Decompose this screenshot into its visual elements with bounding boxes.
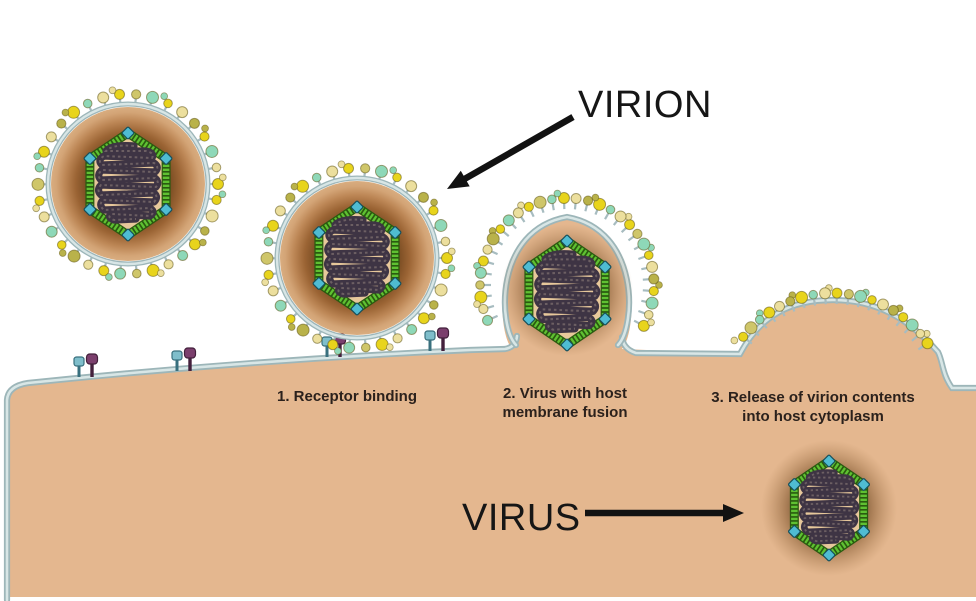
receptor-pair [73,353,99,377]
receptor-pair [171,347,197,371]
virion-arrow [447,114,575,189]
genome-coil-icon [94,141,162,224]
step3-line2: into host cytoplasm [742,408,884,425]
step1-line1: 1. Receptor binding [276,388,418,405]
capsid-vertex-icon [522,260,536,274]
capsid-icon [522,234,612,352]
capsid-vertex-icon [788,525,801,538]
genome-coil-icon [798,469,860,545]
capsid-vertex-icon [83,152,97,165]
receptor-bound-virion [260,160,456,355]
capsid-vertex-icon [350,200,364,214]
step3-release-label: 3. Release of virion contents into host … [711,388,914,426]
step2-line2: membrane fusion [502,404,628,421]
capsid-vertex-icon [857,478,870,491]
receptor-pair [424,327,450,351]
receptor-purple-icon [436,327,450,339]
capsid-vertex-icon [388,277,402,290]
capsid-vertex-icon [598,312,612,326]
fusing-virus-stage3 [473,189,663,356]
host-cell-body [7,215,976,600]
virus-arrow [585,504,744,522]
capsid-vertex-icon [560,234,574,248]
receptor-teal-icon [73,356,85,367]
capsid-icon [788,454,870,562]
receptor-teal-icon [171,350,183,361]
capsid-icon [312,200,402,316]
capsid-vertex-icon [388,226,402,239]
step3-line1: 3. Release of virion contents [711,389,915,406]
genome-coil-icon [323,215,391,298]
capsid-vertex-icon [788,478,801,491]
capsid-vertex-icon [83,203,97,216]
virus-label: VIRUS [462,497,581,539]
free-virion [31,86,227,281]
capsid-vertex-icon [312,226,326,239]
capsid-icon [83,126,173,242]
capsid-vertex-icon [822,454,836,468]
capsid-vertex-icon [159,203,173,216]
step2-membrane-fusion-label: 2. Virus with host membrane fusion [502,384,627,422]
membrane-bump-stage4 [730,284,934,351]
capsid-vertex-icon [159,152,173,165]
capsid-vertex-icon [560,338,574,352]
step2-line1: 2. Virus with host [503,385,627,402]
capsid-vertex-icon [522,312,536,326]
capsid-vertex-icon [312,277,326,290]
capsid-vertex-icon [857,525,870,538]
released-capsid-virus [761,440,897,576]
receptor-purple-icon [85,353,99,365]
step1-receptor-binding-label: 1. Receptor binding [277,387,417,406]
receptor-purple-icon [183,347,197,359]
capsid-vertex-icon [822,548,836,562]
capsid-vertex-icon [350,302,364,316]
capsid-vertex-icon [598,260,612,274]
virion-label: VIRION [578,84,712,126]
receptor-teal-icon [424,330,436,341]
genome-coil-icon [533,250,601,334]
capsid-vertex-icon [121,126,135,140]
capsid-vertex-icon [121,228,135,242]
